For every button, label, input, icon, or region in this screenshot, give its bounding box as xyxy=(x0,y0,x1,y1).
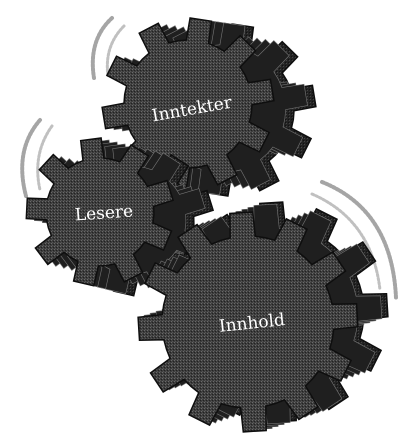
motion-arc-top xyxy=(90,16,114,80)
motion-arc-right-inner xyxy=(310,192,382,292)
gear-label-lesere: Lesere xyxy=(74,201,134,225)
gear-innhold xyxy=(137,201,389,433)
gear-innhold-face xyxy=(137,211,359,433)
motion-arc-left-inner xyxy=(36,124,54,192)
gear-inntekter-face xyxy=(101,17,275,191)
gear-inntekter xyxy=(101,17,317,197)
motion-arc-left xyxy=(20,118,42,198)
motion-arcs xyxy=(20,16,398,300)
motion-arc-right xyxy=(320,180,398,300)
motion-arc-top-inner xyxy=(105,24,126,78)
gear-lesere xyxy=(25,137,215,297)
gear-lesere-face xyxy=(25,137,175,287)
